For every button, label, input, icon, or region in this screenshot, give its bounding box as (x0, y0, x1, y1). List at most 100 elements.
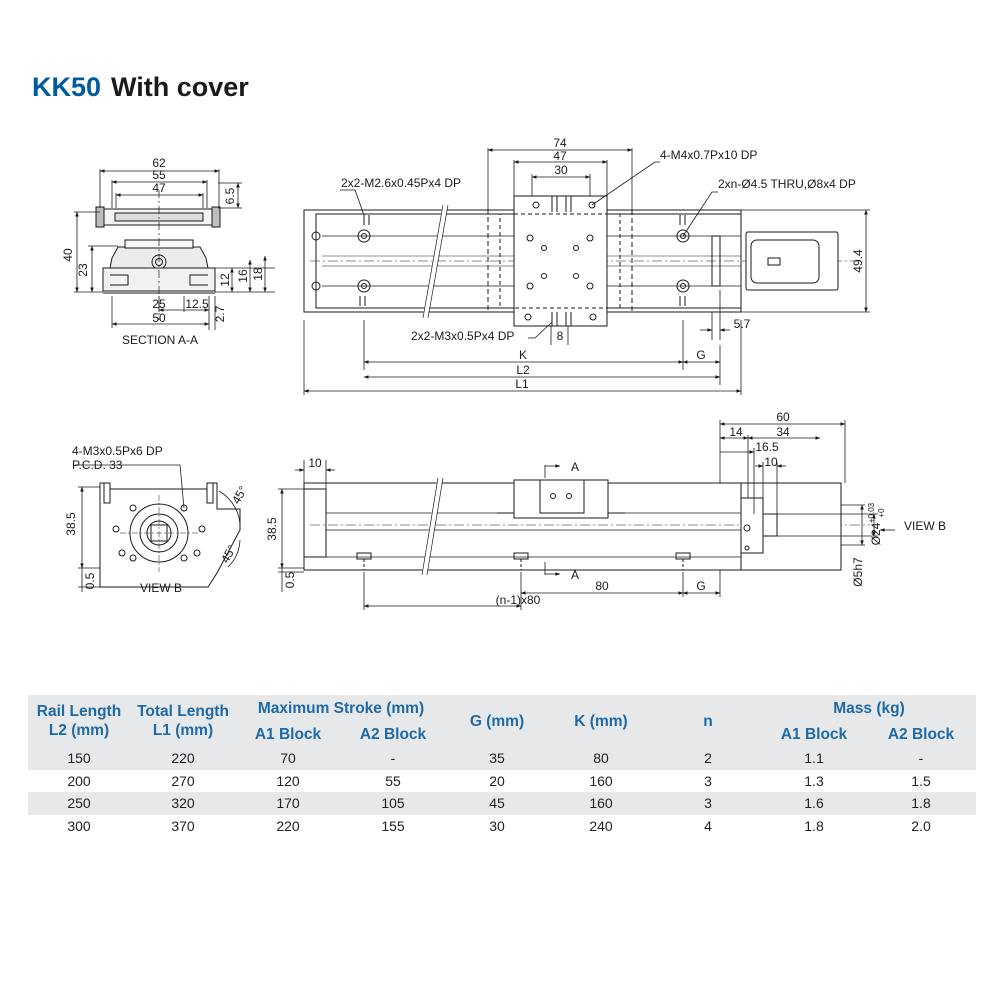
note-thru-hole: 2xn-Ø4.5 THRU,Ø8x4 DP (718, 177, 856, 191)
dim-40: 40 (61, 248, 75, 262)
header-mass: Mass (kg) (762, 695, 976, 721)
cell-stroke-a2: - (340, 747, 446, 770)
cell-stroke-a2: 55 (340, 769, 446, 792)
dim-38-5-view-b: 38.5 (64, 512, 78, 536)
header-mass-a2: A2 Block (866, 721, 976, 747)
cell-n: 2 (654, 747, 762, 770)
view-b-dimensions (75, 464, 241, 592)
dim-55: 55 (152, 168, 166, 182)
header-n: n (654, 695, 762, 747)
dim-shaft: Ø5h7 (851, 557, 865, 587)
dim-25: 25 (152, 297, 166, 311)
cell-mass-a1: 1.1 (762, 747, 866, 770)
dim-8: 8 (557, 329, 564, 343)
section-a-a-view (95, 190, 221, 320)
cell-n: 4 (654, 814, 762, 837)
header-k: K (mm) (548, 695, 654, 747)
dim-6-5: 6.5 (223, 187, 237, 204)
dim-47: 47 (152, 181, 166, 195)
dim-2-7: 2.7 (213, 305, 227, 322)
dim-k: K (519, 348, 527, 362)
dim-12-5: 12.5 (185, 297, 209, 311)
section-dim-labels: 62 55 47 6.5 40 23 12 16 18 25 12.5 50 2… (61, 156, 265, 347)
dim-g: G (696, 348, 705, 362)
cell-mass-a2: 1.8 (866, 792, 976, 815)
dim-16-5: 16.5 (755, 440, 779, 454)
cell-g: 30 (446, 814, 548, 837)
dim-49-4: 49.4 (851, 249, 865, 273)
header-mass-a1: A1 Block (762, 721, 866, 747)
dim-0-5-view-b: 0.5 (83, 572, 97, 589)
tol-upper: +0.03 (867, 502, 876, 523)
section-mark-bottom: A (571, 568, 579, 582)
dim-80: 80 (595, 579, 609, 593)
cell-k: 160 (548, 792, 654, 815)
top-view (303, 195, 860, 327)
dim-34: 34 (776, 425, 790, 439)
table-row: 200 270 120 55 20 160 3 1.3 1.5 (28, 769, 976, 792)
dim-47-top: 47 (553, 149, 567, 163)
cell-k: 80 (548, 747, 654, 770)
dim-60: 60 (776, 410, 790, 424)
cell-stroke-a1: 170 (236, 792, 340, 815)
table-row: 300 370 220 155 30 240 4 1.8 2.0 (28, 814, 976, 837)
dim-12: 12 (218, 273, 232, 287)
dim-10-motor: 10 (764, 455, 778, 469)
dim-14: 14 (729, 425, 743, 439)
header-stroke-a2: A2 Block (340, 721, 446, 747)
cell-k: 160 (548, 769, 654, 792)
model-name: KK50 (32, 72, 102, 102)
dim-10-side: 10 (308, 456, 322, 470)
cell-rail-length: 200 (28, 769, 130, 792)
cell-mass-a1: 1.8 (762, 814, 866, 837)
note-m2-6: 2x2-M2.6x0.45Px4 DP (341, 176, 461, 190)
cell-g: 20 (446, 769, 548, 792)
cell-n: 3 (654, 769, 762, 792)
cell-g: 35 (446, 747, 548, 770)
header-stroke-a1: A1 Block (236, 721, 340, 747)
dim-18: 18 (251, 267, 265, 281)
header-g: G (mm) (446, 695, 548, 747)
view-b-caption: VIEW B (140, 581, 182, 595)
tol-lower: +0 (877, 508, 886, 518)
top-view-dimensions (303, 148, 870, 395)
side-view (303, 477, 870, 576)
dim-50: 50 (152, 311, 166, 325)
note-m3-6dp: 4-M3x0.5Px6 DP (72, 444, 163, 458)
dim-l1: L1 (515, 377, 529, 391)
top-view-labels: 74 47 30 49.4 5.7 8 K G L2 L1 4-M4x0.7Px… (341, 136, 865, 391)
section-dimensions (74, 169, 275, 330)
cell-stroke-a2: 155 (340, 814, 446, 837)
dim-74: 74 (553, 136, 567, 150)
title-subtitle: With cover (111, 72, 249, 102)
cell-rail-length: 300 (28, 814, 130, 837)
section-mark-top: A (571, 460, 579, 474)
technical-drawing: 62 55 47 6.5 40 23 12 16 18 25 12.5 50 2… (61, 136, 946, 610)
note-pcd: P.C.D. 33 (72, 458, 123, 472)
dim-30: 30 (554, 163, 568, 177)
note-m4: 4-M4x0.7Px10 DP (660, 148, 757, 162)
dim-g-side: G (696, 579, 705, 593)
cell-rail-length: 250 (28, 792, 130, 815)
dim-pitch: (n-1)x80 (496, 593, 541, 607)
cell-stroke-a1: 120 (236, 769, 340, 792)
cell-mass-a2: 1.5 (866, 769, 976, 792)
table-row: 150 220 70 - 35 80 2 1.1 - (28, 747, 976, 770)
cell-stroke-a1: 220 (236, 814, 340, 837)
dim-16: 16 (236, 269, 250, 283)
cell-total-length: 320 (130, 792, 236, 815)
cell-mass-a1: 1.6 (762, 792, 866, 815)
cell-k: 240 (548, 814, 654, 837)
table-row: 250 320 170 105 45 160 3 1.6 1.8 (28, 792, 976, 815)
dim-62: 62 (152, 156, 166, 170)
page-title: KK50 With cover (32, 72, 249, 103)
header-max-stroke: Maximum Stroke (mm) (236, 695, 446, 721)
cell-total-length: 220 (130, 747, 236, 770)
dim-0-5-side: 0.5 (283, 571, 297, 588)
note-m3: 2x2-M3x0.5Px4 DP (411, 329, 514, 343)
cell-stroke-a2: 105 (340, 792, 446, 815)
side-view-labels: 10 38.5 0.5 60 14 34 16.5 10 80 G (n-1)x… (265, 410, 946, 607)
